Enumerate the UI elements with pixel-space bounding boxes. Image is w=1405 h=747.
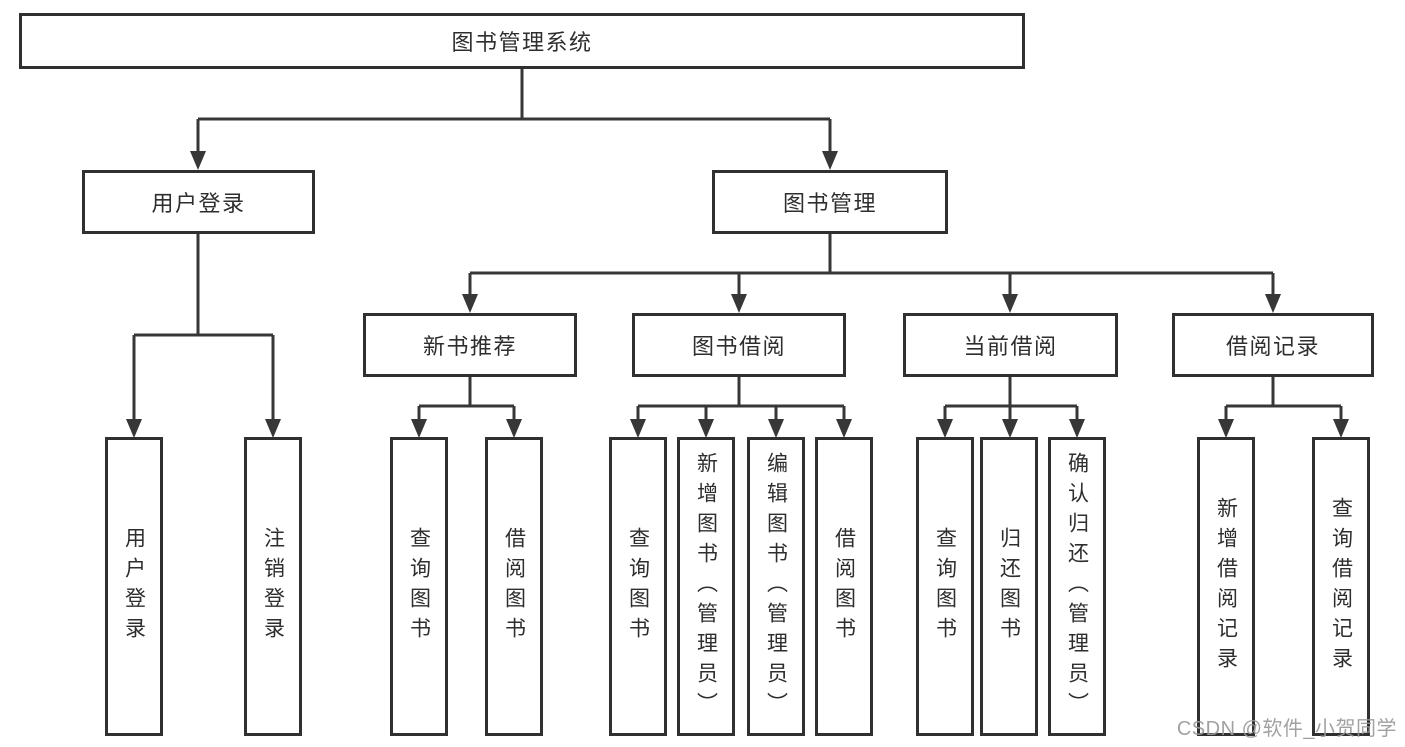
arrowhead — [698, 419, 714, 438]
connector-new-book-to-leaves — [411, 377, 522, 438]
leaf-borrow-book: 借阅图书 — [485, 437, 543, 736]
arrowhead — [630, 419, 646, 438]
connector-user-login-to-leaves — [126, 234, 281, 438]
arrowhead — [411, 419, 427, 438]
leaf-label: 注销登录 — [261, 526, 285, 647]
leaf-label: 编辑图书（管理员） — [764, 451, 788, 722]
arrowhead — [1002, 294, 1018, 313]
leaf-label: 查询借阅记录 — [1329, 496, 1353, 677]
arrowhead — [506, 419, 522, 438]
arrowhead — [462, 294, 478, 313]
node-book-management: 图书管理 — [712, 170, 948, 234]
leaf-label: 查询图书 — [407, 526, 431, 647]
leaf-label: 用户登录 — [122, 526, 146, 647]
arrowhead — [126, 419, 142, 438]
node-user-login: 用户登录 — [82, 170, 315, 234]
leaf-add-book-admin: 新增图书（管理员） — [677, 437, 735, 736]
arrowhead — [190, 151, 206, 170]
connector-root-to-level2 — [190, 69, 838, 170]
leaf-label: 借阅图书 — [502, 526, 526, 647]
leaf-query-book: 查询图书 — [609, 437, 667, 736]
leaf-query-book: 查询图书 — [916, 437, 974, 736]
leaf-label: 查询图书 — [933, 526, 957, 647]
node-current-borrow: 当前借阅 — [903, 313, 1118, 377]
node-new-book-recommend: 新书推荐 — [363, 313, 577, 377]
node-borrow-records: 借阅记录 — [1172, 313, 1374, 377]
leaf-logout-login: 注销登录 — [244, 437, 302, 736]
leaf-label: 确认归还（管理员） — [1065, 451, 1089, 722]
leaf-edit-book-admin: 编辑图书（管理员） — [747, 437, 805, 736]
arrowhead — [265, 419, 281, 438]
arrowhead — [731, 294, 747, 313]
leaf-query-book: 查询图书 — [390, 437, 448, 736]
arrowhead — [1333, 419, 1349, 438]
connector-book-borrow-to-leaves — [630, 377, 852, 438]
arrowhead — [768, 419, 784, 438]
leaf-user-login: 用户登录 — [105, 437, 163, 736]
leaf-return-book: 归还图书 — [980, 437, 1038, 736]
arrowhead — [836, 419, 852, 438]
leaf-borrow-book: 借阅图书 — [815, 437, 873, 736]
leaf-add-borrow-record: 新增借阅记录 — [1197, 437, 1255, 736]
leaf-label: 新增图书（管理员） — [694, 451, 718, 722]
arrowhead — [937, 419, 953, 438]
arrowhead — [822, 151, 838, 170]
csdn-watermark: CSDN @软件_小贺同学 — [1176, 718, 1397, 740]
node-book-borrow: 图书借阅 — [632, 313, 846, 377]
leaf-label: 查询图书 — [626, 526, 650, 647]
arrowhead — [1002, 419, 1018, 438]
arrowhead — [1265, 294, 1281, 313]
leaf-confirm-return-admin: 确认归还（管理员） — [1048, 437, 1106, 736]
leaf-query-borrow-record: 查询借阅记录 — [1312, 437, 1370, 736]
node-library-system: 图书管理系统 — [19, 13, 1025, 69]
connector-book-management-to-modules — [462, 234, 1281, 313]
leaf-label: 归还图书 — [997, 526, 1021, 647]
leaf-label: 借阅图书 — [832, 526, 856, 647]
connector-borrow-records-to-leaves — [1218, 377, 1349, 438]
leaf-label: 新增借阅记录 — [1214, 496, 1238, 677]
arrowhead — [1069, 419, 1085, 438]
arrowhead — [1218, 419, 1234, 438]
connector-current-borrow-to-leaves — [937, 377, 1085, 438]
